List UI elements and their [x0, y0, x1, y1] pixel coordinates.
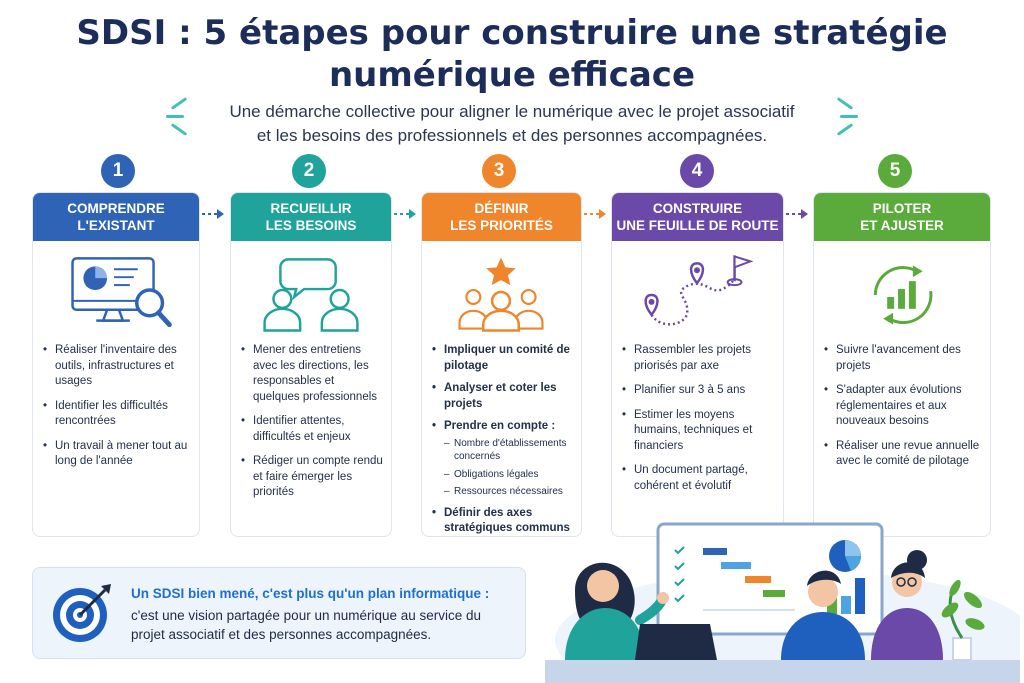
- list-item: Identifier attentes, difficultés et enje…: [241, 414, 383, 445]
- title-line-1: SDSI : 5 étapes pour construire une stra…: [76, 13, 948, 53]
- page-title: SDSI : 5 étapes pour construire une stra…: [0, 12, 1024, 96]
- list-item: Suivre l'avancement des projets: [824, 343, 982, 374]
- step-1-header: COMPRENDRE L'EXISTANT: [33, 193, 199, 241]
- arrow-right-icon: [394, 209, 416, 219]
- step-5-header: PILOTER ET AJUSTER: [814, 193, 990, 241]
- team-meeting-illustration: [545, 522, 1020, 683]
- arrow-right-icon: [584, 209, 606, 219]
- note-text: c'est une vision partagée pour un numéri…: [131, 608, 482, 642]
- step-1-badge: 1: [101, 154, 135, 188]
- list-item: Un travail à mener tout au long de l'ann…: [43, 439, 191, 470]
- step-3-header: DÉFINIR LES PRIORITÉS: [422, 193, 581, 241]
- step-5-card: PILOTER ET AJUSTER Suivre l'avancement d…: [813, 192, 991, 537]
- list-item: Planifier sur 3 à 5 ans: [622, 383, 775, 399]
- step-2-card: RECUEILLIR LES BESOINS Mener des entreti…: [230, 192, 392, 537]
- list-item: Identifier les difficultés rencontrées: [43, 399, 191, 430]
- step-4-card: CONSTRUIRE UNE FEUILLE DE ROUTE Rassembl…: [611, 192, 784, 537]
- people-speech-icon: [263, 258, 359, 332]
- list-item: Définir des axes stratégiques communs: [432, 506, 573, 537]
- list-item: S'adapter aux évolutions réglementaires …: [824, 383, 982, 430]
- sublist-item: Ressources nécessaires: [444, 485, 573, 499]
- list-item: Rédiger un compte rendu et faire émerger…: [241, 454, 383, 501]
- list-item: Mener des entretiens avec les directions…: [241, 343, 383, 405]
- step-3-badge: 3: [482, 154, 516, 188]
- summary-note: Un SDSI bien mené, c'est plus qu'un plan…: [32, 567, 526, 659]
- step-1-list: Réaliser l'inventaire des outils, infras…: [43, 343, 191, 479]
- title-line-2: numérique efficace: [328, 55, 696, 95]
- list-item: Analyser et coter les projets: [432, 381, 573, 412]
- step-4-badge: 4: [680, 154, 714, 188]
- cycle-chart-icon: [873, 265, 933, 325]
- step-3-card: DÉFINIR LES PRIORITÉS Impliquer un comit…: [421, 192, 582, 537]
- subtitle-line-1: Une démarche collective pour aligner le …: [229, 102, 795, 121]
- roadmap-icon: [644, 255, 754, 326]
- target-arrow-icon: [53, 584, 111, 642]
- step-3-list: Impliquer un comité de pilotage Analyser…: [432, 343, 573, 537]
- step-2-header: RECUEILLIR LES BESOINS: [231, 193, 391, 241]
- list-item: Prendre en compte : Nombre d'établisseme…: [432, 419, 573, 499]
- list-item: Réaliser l'inventaire des outils, infras…: [43, 343, 191, 390]
- step-3-sublist: Nombre d'établissements concernés Obliga…: [444, 437, 573, 499]
- step-1-card: COMPRENDRE L'EXISTANT Réaliser l'inventa…: [32, 192, 200, 537]
- step-4-list: Rassembler les projets priorisés par axe…: [622, 343, 775, 503]
- step-5-list: Suivre l'avancement des projets S'adapte…: [824, 343, 982, 479]
- list-item: Réaliser une revue annuelle avec le comi…: [824, 439, 982, 470]
- list-item: Rassembler les projets priorisés par axe: [622, 343, 775, 374]
- step-4-header: CONSTRUIRE UNE FEUILLE DE ROUTE: [612, 193, 783, 241]
- list-item: Estimer les moyens humains, techniques e…: [622, 408, 775, 455]
- step-2-badge: 2: [292, 154, 326, 188]
- subtitle-line-2: et les besoins des professionnels et des…: [256, 126, 768, 145]
- team-star-icon: [458, 257, 544, 332]
- step-5-badge: 5: [878, 154, 912, 188]
- monitor-search-icon: [71, 257, 172, 328]
- sublist-item: Obligations légales: [444, 468, 573, 482]
- note-highlight: Un SDSI bien mené, c'est plus qu'un plan…: [131, 586, 490, 601]
- step-2-list: Mener des entretiens avec les directions…: [241, 343, 383, 510]
- list-item: Un document partagé, cohérent et évoluti…: [622, 463, 775, 494]
- list-item: Impliquer un comité de pilotage: [432, 343, 573, 374]
- arrow-right-icon: [202, 209, 224, 219]
- arrow-right-icon: [786, 209, 808, 219]
- sublist-item: Nombre d'établissements concernés: [444, 437, 573, 464]
- page-subtitle: Une démarche collective pour aligner le …: [0, 100, 1024, 148]
